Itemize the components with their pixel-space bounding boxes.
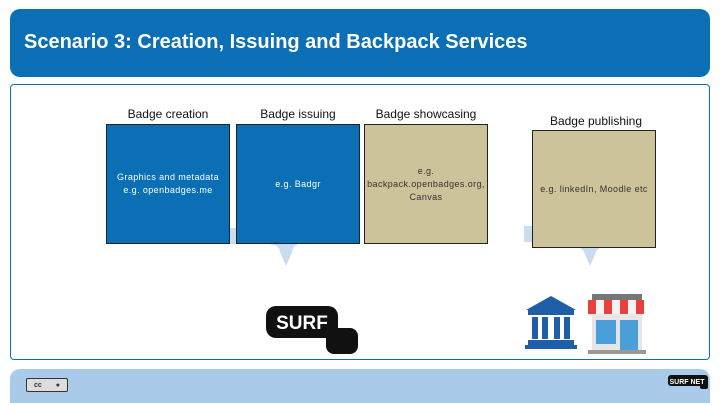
- column-heading-creation: Badge creation: [127, 107, 209, 121]
- slide-title: Scenario 3: Creation, Issuing and Backpa…: [24, 31, 528, 53]
- column-heading-issuing: Badge issuing: [260, 107, 336, 121]
- surfnet-logo-text: SURF NET: [670, 379, 706, 386]
- surfnet-logo: SURF NET: [668, 375, 708, 389]
- column-heading-publishing: Badge publishing: [549, 114, 643, 128]
- creation-box: Graphics and metadata e.g. openbadges.me: [106, 124, 230, 244]
- creative-commons-icon: cc ●: [26, 378, 68, 392]
- slide-footer: [10, 369, 710, 403]
- flow-connector-issuing: [226, 228, 306, 266]
- publishing-box: e.g. linkedIn, Moodle etc: [532, 130, 656, 248]
- attribution-icon: ●: [55, 381, 60, 389]
- issuing-box: e.g. Badgr: [236, 124, 360, 244]
- slide-header: Scenario 3: Creation, Issuing and Backpa…: [10, 9, 710, 77]
- shop-icon: [588, 294, 646, 354]
- showcasing-box: e.g. backpack.openbadges.org, Canvas: [364, 124, 488, 244]
- cc-label: cc: [33, 381, 42, 389]
- column-heading-showcasing: Badge showcasing: [375, 107, 477, 121]
- surf-logo: SURF: [266, 306, 358, 354]
- surf-logo-text: SURF: [276, 313, 328, 334]
- building-icon: [525, 296, 577, 349]
